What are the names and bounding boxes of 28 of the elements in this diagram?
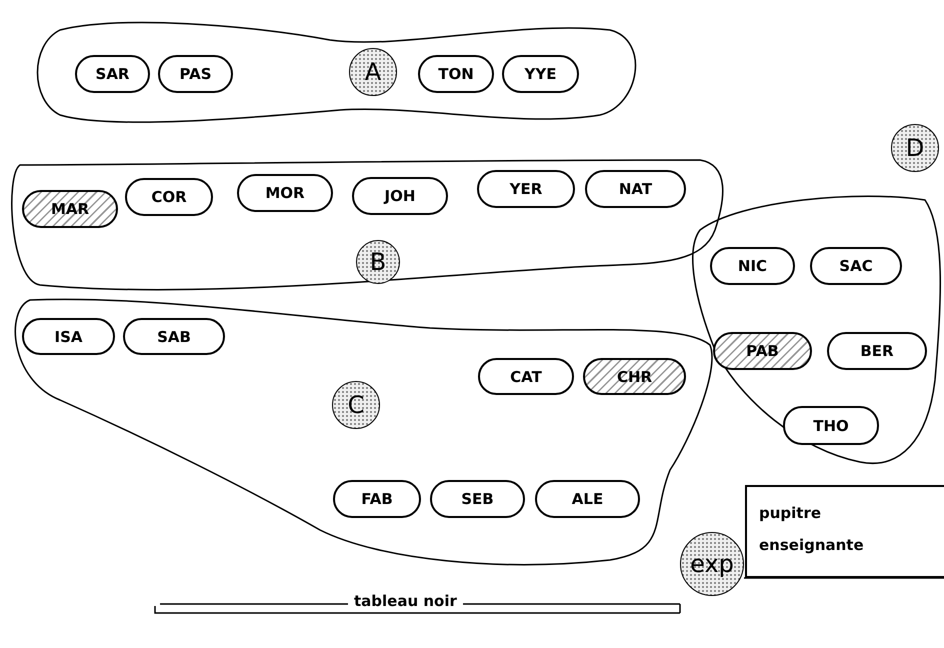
name-tag: YYE xyxy=(502,55,579,93)
name-tag: THO xyxy=(783,406,879,445)
name-tag: CAT xyxy=(478,358,574,395)
name-tag: SAB xyxy=(123,318,225,355)
name-tag: NAT xyxy=(585,170,686,208)
group-marker: D xyxy=(891,124,939,172)
name-tag: ALE xyxy=(535,480,640,518)
group-marker: C xyxy=(332,381,380,429)
name-tag: COR xyxy=(125,178,213,216)
name-tag: YER xyxy=(477,170,575,208)
name-tag: FAB xyxy=(333,480,421,518)
name-tag: SAC xyxy=(810,247,902,285)
desk-box: pupitre enseignante xyxy=(745,485,944,578)
name-tag: MAR xyxy=(22,190,118,228)
name-tag: CHR xyxy=(583,358,686,395)
group-marker: A xyxy=(349,48,397,96)
name-tag: PAS xyxy=(158,55,233,93)
name-tag: SEB xyxy=(430,480,525,518)
group-marker: B xyxy=(356,240,400,284)
name-tag: NIC xyxy=(710,247,795,285)
name-tag: BER xyxy=(827,332,927,370)
name-tag: JOH xyxy=(352,177,448,215)
name-tag: SAR xyxy=(75,55,150,93)
name-tag: PAB xyxy=(713,332,812,370)
name-tag: TON xyxy=(418,55,494,93)
group-marker: exp xyxy=(680,532,744,596)
name-tag: MOR xyxy=(237,174,333,212)
name-tag: ISA xyxy=(22,318,115,355)
